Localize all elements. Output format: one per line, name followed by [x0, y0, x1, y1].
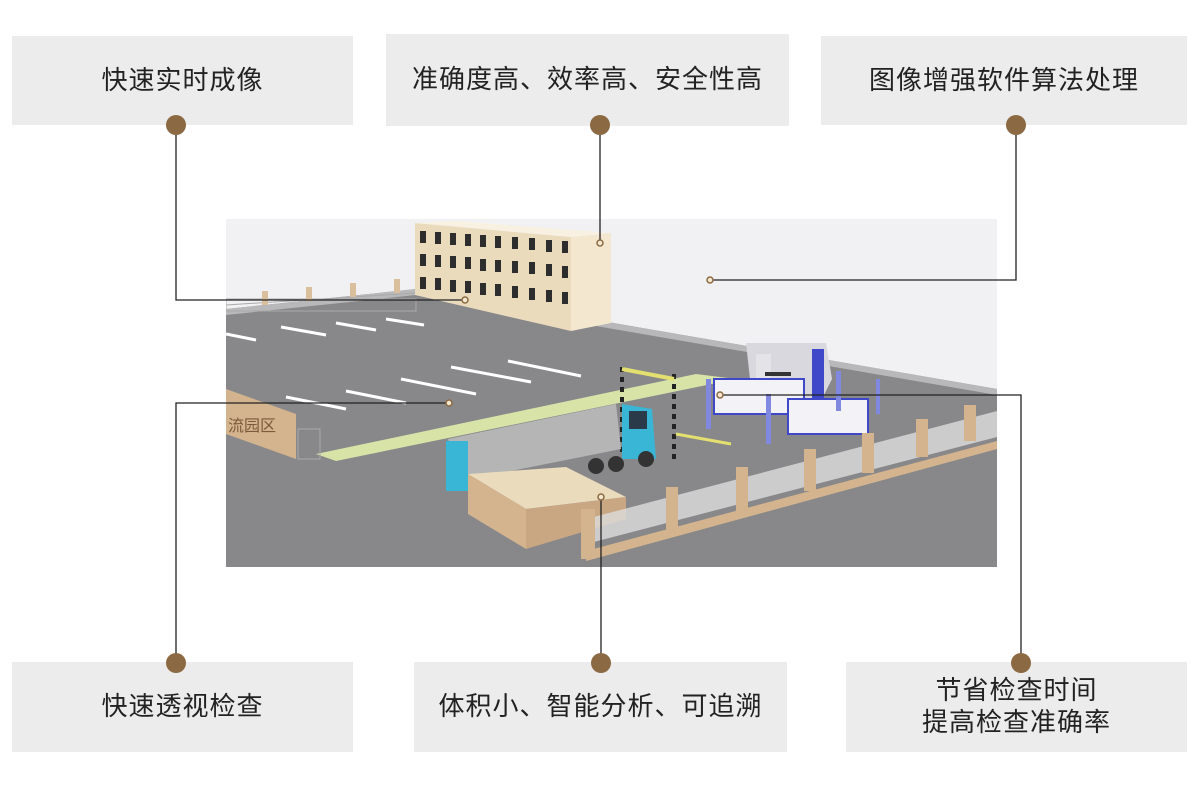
- office-building: [415, 221, 611, 331]
- back-fence: [226, 292, 417, 312]
- feature-label: 图像增强软件算法处理: [868, 65, 1139, 96]
- marker-dot: [591, 653, 611, 673]
- connector-top-right: [713, 125, 1017, 281]
- feature-accuracy-efficiency-safety: 准确度高、效率高、安全性高: [386, 34, 789, 126]
- front-fence: [581, 405, 997, 561]
- marker-dot: [166, 115, 186, 135]
- marker-dot: [1006, 115, 1026, 135]
- scanning-arch: [706, 343, 880, 444]
- connector-top-left: [175, 125, 462, 301]
- feature-compact-smart-traceable: 体积小、智能分析、可追溯: [414, 662, 787, 752]
- feature-image-enhancement: 图像增强软件算法处理: [821, 36, 1187, 125]
- anchor-point: [461, 296, 469, 304]
- gate-sign-text: 流园区: [228, 416, 276, 435]
- feature-fast-xray-inspection: 快速透视检查: [12, 662, 353, 752]
- connector-bottom-left: [175, 402, 446, 663]
- anchor-point: [716, 391, 724, 399]
- marker-dot: [166, 653, 186, 673]
- anchor-point: [706, 276, 714, 284]
- feature-time-saving-accuracy: 节省检查时间 提高检查准确率: [846, 662, 1187, 752]
- inspection-site-illustration: 流园区: [226, 219, 997, 567]
- connector-bottom-right: [723, 394, 1022, 663]
- park-gate: 流园区: [226, 389, 321, 460]
- marker-dot: [590, 115, 610, 135]
- anchor-point: [445, 399, 453, 407]
- feature-realtime-imaging: 快速实时成像: [12, 36, 353, 125]
- feature-label-line2: 提高检查准确率: [921, 708, 1111, 738]
- feature-label: 体积小、智能分析、可追溯: [438, 692, 763, 722]
- anchor-point: [596, 239, 604, 247]
- truck: [446, 404, 656, 491]
- median-strip: [316, 374, 736, 461]
- marker-dot: [1011, 653, 1031, 673]
- feature-label: 准确度高、效率高、安全性高: [411, 65, 763, 95]
- feature-label: 快速实时成像: [101, 65, 264, 96]
- feature-label-line1: 节省检查时间: [935, 676, 1098, 706]
- anchor-point: [597, 493, 605, 501]
- feature-label: 快速透视检查: [101, 692, 264, 722]
